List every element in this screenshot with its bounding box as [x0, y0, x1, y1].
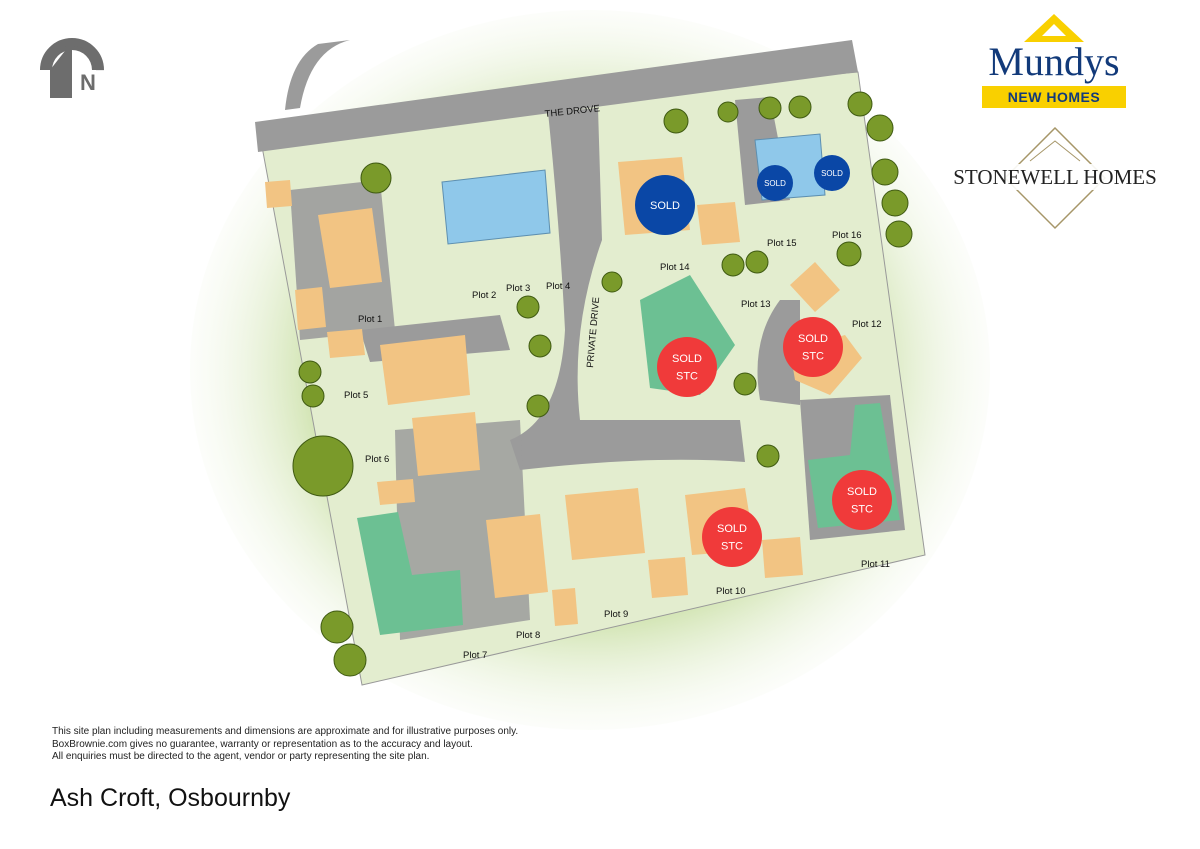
sold-marker-label: STC — [721, 541, 743, 553]
stonewell-logo: STONEWELL HOMES — [940, 126, 1170, 230]
north-arrow-icon: N — [40, 38, 104, 107]
private-drive — [510, 108, 745, 470]
road-curve — [285, 40, 350, 110]
sold-marker-label: SOLD — [717, 523, 747, 535]
plot-label: Plot 4 — [546, 281, 570, 292]
sold-marker — [757, 165, 793, 201]
disclaimer-line: All enquiries must be directed to the ag… — [52, 751, 430, 762]
plot-label: Plot 16 — [832, 230, 862, 241]
plot-label: Plot 1 — [358, 314, 382, 325]
sold-marker-label: STC — [851, 504, 873, 516]
sold-marker-label: SOLD — [798, 333, 828, 345]
sold-marker-label: SOLD — [650, 200, 680, 212]
mundys-logo: Mundys NEW HOMES — [980, 14, 1128, 108]
svg-text:N: N — [80, 70, 96, 95]
plot-label: Plot 8 — [516, 630, 540, 641]
road-the-drove — [255, 40, 858, 152]
plot-label: Plot 13 — [741, 299, 771, 310]
plot-label: Plot 5 — [344, 390, 368, 401]
disclaimer: This site plan including measurements an… — [52, 726, 518, 764]
plot-labels: Plot 1 Plot 2 Plot 3 Plot 4 Plot 5 Plot … — [344, 230, 890, 661]
trees — [292, 91, 913, 677]
plot-label: Plot 3 — [506, 283, 530, 294]
sold-marker-label: SOLD — [821, 169, 843, 178]
plot-label: Plot 12 — [852, 319, 882, 330]
sold-marker — [657, 337, 717, 397]
disclaimer-line: This site plan including measurements an… — [52, 726, 519, 737]
plot-label: Plot 2 — [472, 290, 496, 301]
sold-marker-label: STC — [802, 351, 824, 363]
page-title: Ash Croft, Osbournby — [50, 784, 291, 812]
sold-marker-label: SOLD — [672, 353, 702, 365]
sold-marker — [832, 470, 892, 530]
sale-markers: SOLD SOLD SOLD SOLD STC SOLD STC SOLD STC SOLD STC — [635, 155, 892, 567]
plot-label: Plot 6 — [365, 454, 389, 465]
plot-label: Plot 9 — [604, 609, 628, 620]
disclaimer-line: BoxBrownie.com gives no guarantee, warra… — [52, 738, 473, 750]
sold-marker — [814, 155, 850, 191]
sold-marker — [635, 175, 695, 235]
sold-marker — [783, 317, 843, 377]
driveway — [757, 300, 800, 405]
sold-marker-label: SOLD — [764, 179, 786, 188]
plot-label: Plot 10 — [716, 586, 746, 597]
sold-marker-label: STC — [676, 371, 698, 383]
plot-label: Plot 11 — [861, 559, 890, 570]
sold-marker-label: SOLD — [847, 486, 877, 498]
sold-marker — [702, 507, 762, 567]
plot-label: Plot 14 — [660, 262, 690, 273]
plot-label: Plot 15 — [767, 238, 797, 249]
plot-label: Plot 7 — [463, 650, 487, 661]
